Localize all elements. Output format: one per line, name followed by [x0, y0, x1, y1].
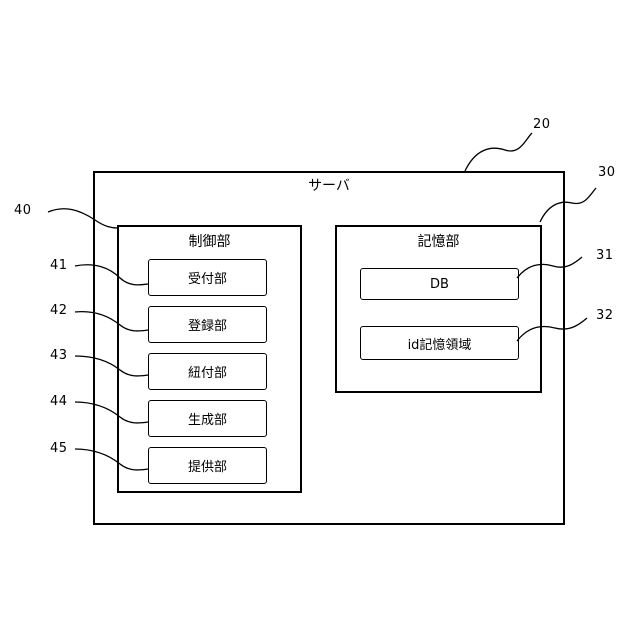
provision-unit-box: 提供部 — [148, 447, 267, 484]
generation-unit-box: 生成部 — [148, 400, 267, 437]
ref-20: 20 — [533, 117, 551, 132]
ref-45: 45 — [50, 441, 68, 456]
registration-unit-box: 登録部 — [148, 306, 267, 343]
leader-line-20 — [465, 133, 532, 171]
ref-43: 43 — [50, 348, 68, 363]
db-box: DB — [360, 268, 519, 300]
reception-unit-label: 受付部 — [188, 268, 227, 287]
id-storage-area-label: id記憶領域 — [408, 334, 472, 353]
ref-44: 44 — [50, 394, 68, 409]
registration-unit-label: 登録部 — [188, 315, 227, 334]
provision-unit-label: 提供部 — [188, 456, 227, 475]
linking-unit-box: 紐付部 — [148, 353, 267, 390]
ref-40: 40 — [14, 203, 32, 218]
ref-31: 31 — [596, 248, 614, 263]
server-label: サーバ — [95, 175, 563, 195]
generation-unit-label: 生成部 — [188, 409, 227, 428]
storage-unit-label: 記憶部 — [337, 231, 540, 251]
id-storage-area-box: id記憶領域 — [360, 326, 519, 360]
ref-30: 30 — [598, 165, 616, 180]
linking-unit-label: 紐付部 — [188, 362, 227, 381]
ref-42: 42 — [50, 303, 68, 318]
ref-41: 41 — [50, 258, 68, 273]
storage-unit-box: 記憶部 — [335, 225, 542, 393]
db-label: DB — [430, 277, 449, 292]
ref-32: 32 — [596, 308, 614, 323]
control-unit-label: 制御部 — [119, 231, 300, 251]
reception-unit-box: 受付部 — [148, 259, 267, 296]
